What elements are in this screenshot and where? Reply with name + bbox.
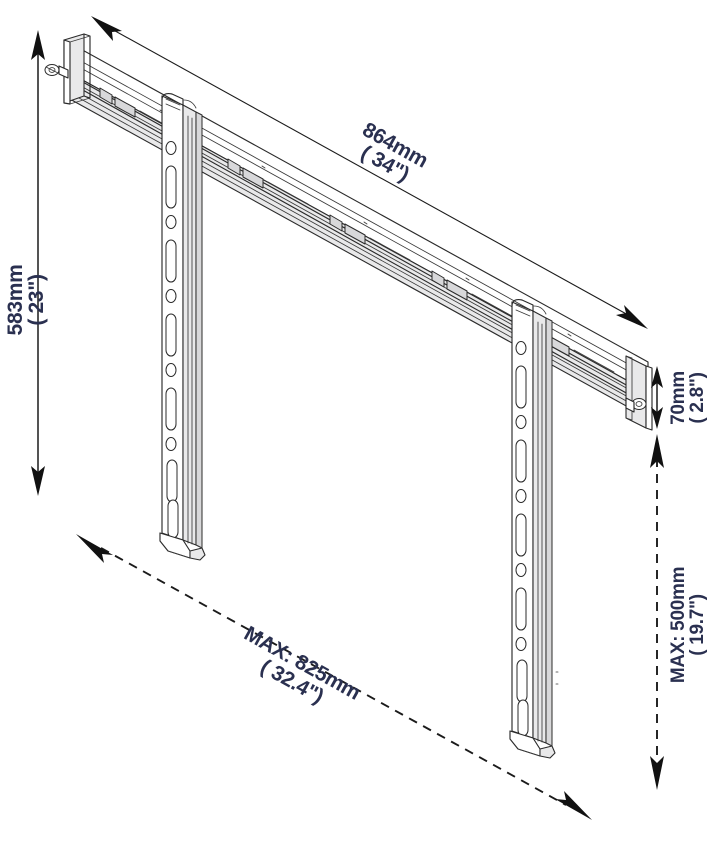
label-max-500mm-in: ( 19.7")	[687, 594, 708, 656]
arrow-head-left	[76, 534, 113, 563]
left-vertical-arm	[159, 93, 206, 561]
arrow-head-down	[31, 466, 45, 496]
arrow-head-right	[616, 305, 648, 329]
horizontal-wall-rail	[67, 41, 649, 419]
dimension-70mm	[651, 366, 663, 429]
arrow-head-down	[651, 407, 663, 429]
label-70mm: 70mm ( 2.8")	[668, 371, 708, 425]
label-max-500mm-mm: MAX: 500mm	[668, 567, 689, 683]
arrow-head-up	[650, 434, 664, 468]
label-583mm: 583mm ( 23")	[4, 265, 48, 336]
dimension-864mm	[91, 16, 648, 329]
right-arm-foot	[509, 730, 556, 759]
right-end-cap	[625, 355, 653, 431]
left-end-cap	[44, 33, 91, 105]
label-583mm-mm: 583mm	[4, 265, 27, 336]
dimension-583mm	[31, 30, 45, 496]
label-max-825mm: MAX: 825mm ( 32.4")	[240, 622, 364, 708]
rail-slot-details	[99, 87, 615, 373]
dimension-max-825mm	[76, 534, 592, 820]
label-max-500mm: MAX: 500mm ( 19.7")	[668, 567, 708, 683]
label-70mm-mm: 70mm	[668, 371, 689, 425]
right-arm-hole-pattern	[515, 341, 529, 737]
label-70mm-in: ( 2.8")	[687, 372, 708, 423]
dimension-max-500mm	[650, 434, 664, 790]
right-vertical-arm	[509, 299, 559, 759]
arrow-head-up	[651, 366, 663, 388]
arrow-head-up	[31, 30, 45, 60]
label-864mm: 864mm ( 34")	[357, 118, 432, 186]
arrow-head-right	[555, 791, 592, 820]
left-arm-foot	[159, 532, 206, 561]
label-583mm-in: ( 23")	[25, 274, 48, 325]
arrow-head-down	[650, 756, 664, 790]
left-arm-hole-pattern	[165, 141, 179, 539]
arrow-head-left	[91, 16, 122, 41]
